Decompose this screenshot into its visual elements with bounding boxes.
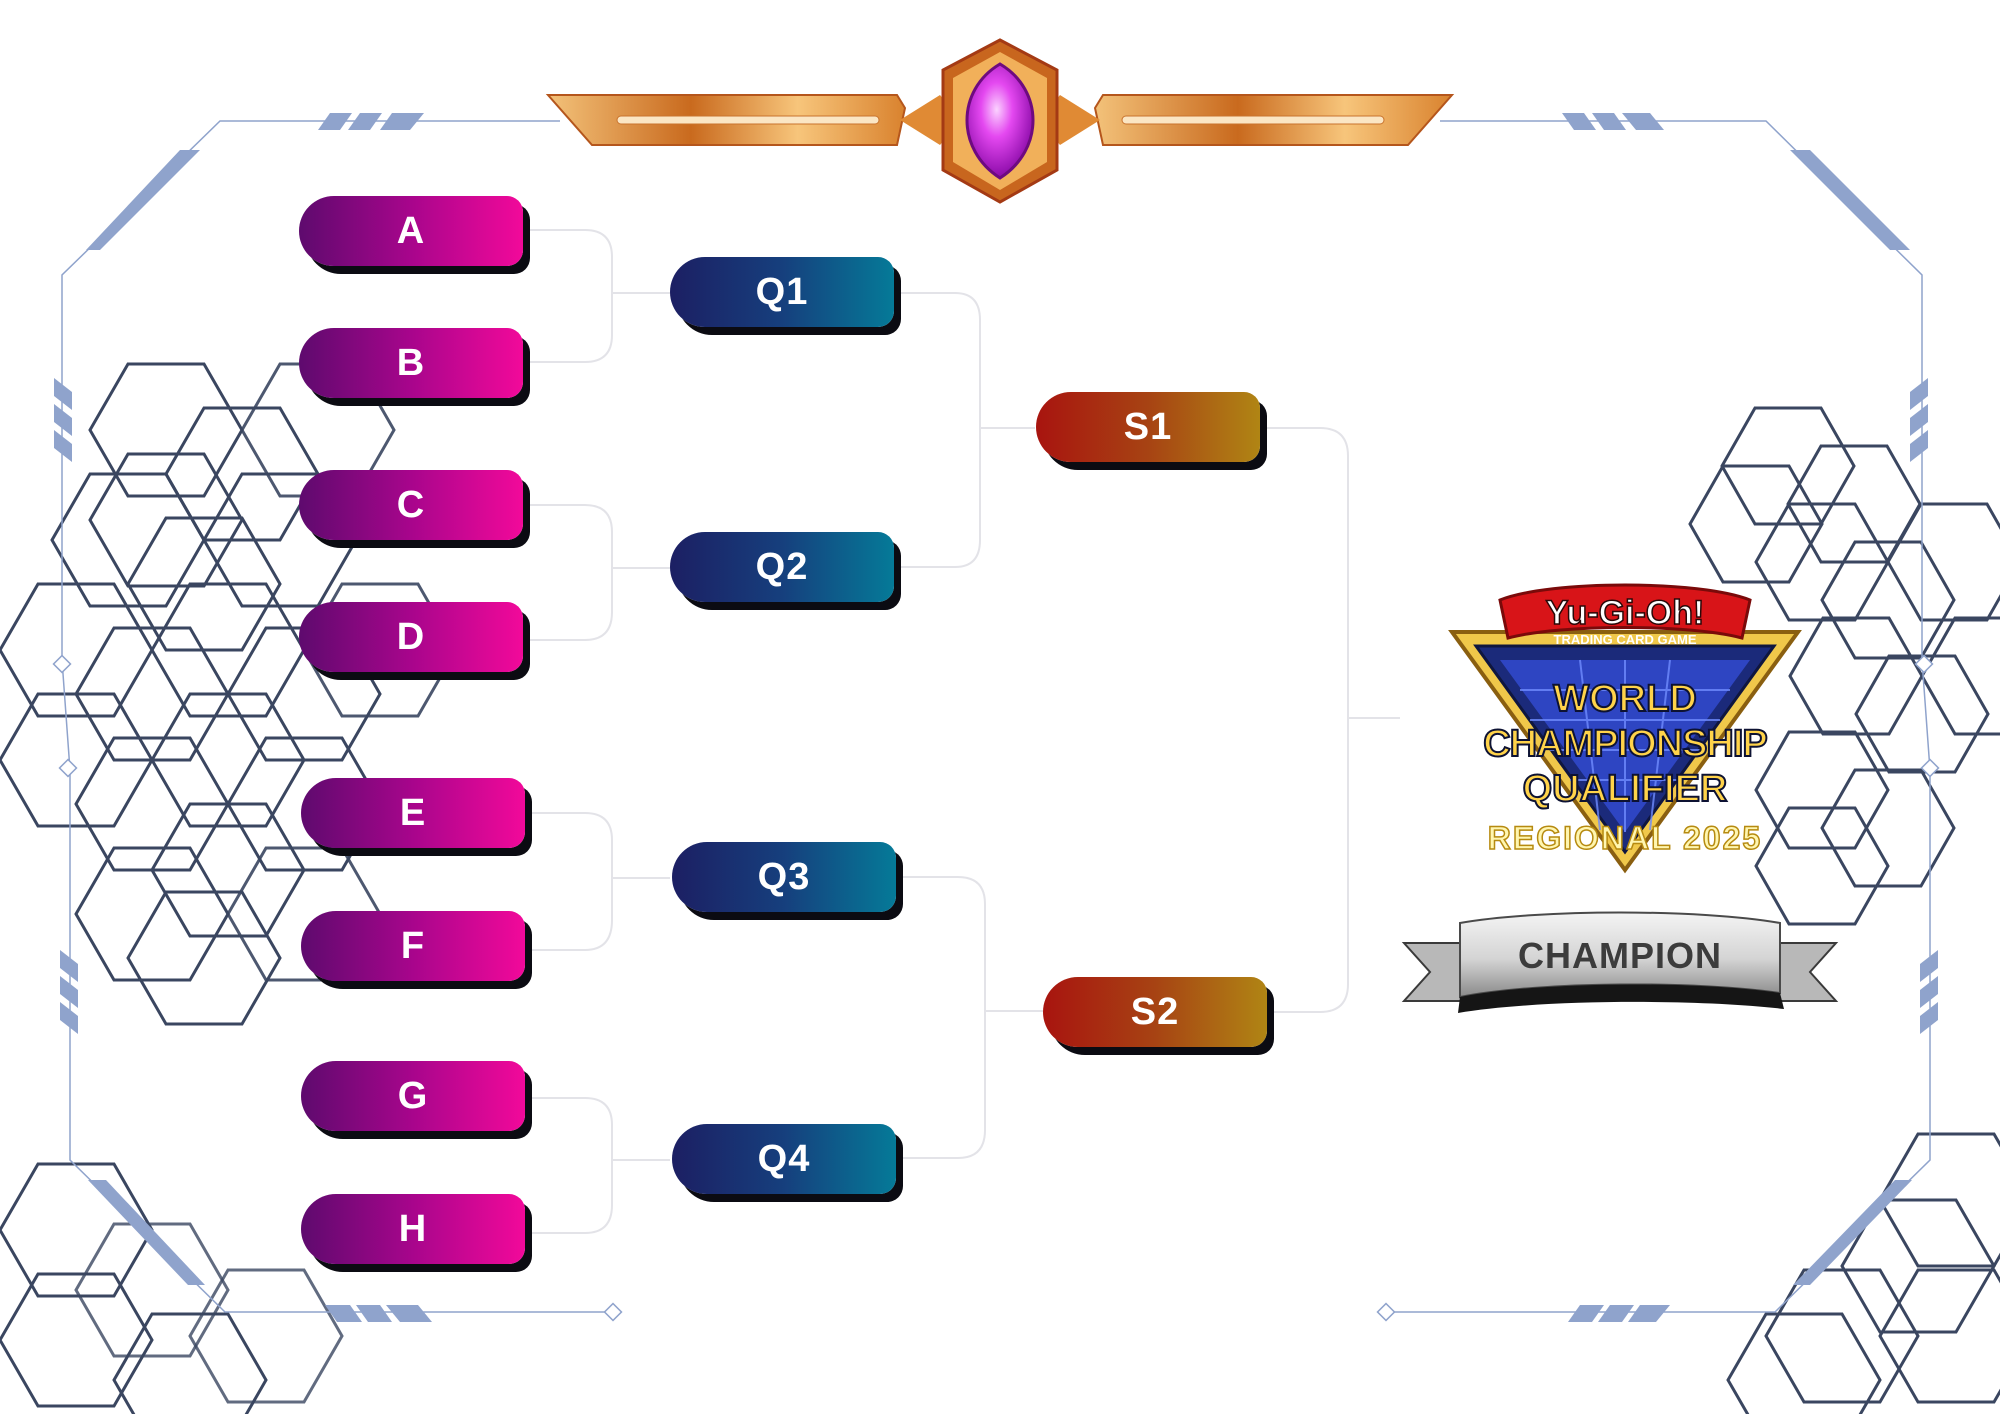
bracket-slot-d[interactable]: D xyxy=(299,602,523,672)
hexagon-pattern xyxy=(0,362,2000,1414)
logo-line4: REGIONAL 2025 xyxy=(1487,819,1763,857)
frame-lines xyxy=(61,120,1931,1313)
bracket-slot-e[interactable]: E xyxy=(301,778,525,848)
champion-banner: CHAMPION xyxy=(1400,905,1840,1030)
bracket-slot-h[interactable]: H xyxy=(301,1194,525,1264)
champion-ribbon-icon xyxy=(1401,911,1839,1013)
frame-accents xyxy=(54,113,1938,1322)
bracket-slot-c[interactable]: C xyxy=(299,470,523,540)
bracket-slot-a[interactable]: A xyxy=(299,196,523,266)
bracket-slot-s1[interactable]: S1 xyxy=(1036,392,1260,462)
logo-line3: QUALIFIER xyxy=(1522,767,1729,811)
bracket-slot-g[interactable]: G xyxy=(301,1061,525,1131)
bracket-slot-q3[interactable]: Q3 xyxy=(672,842,896,912)
bracket-slot-f[interactable]: F xyxy=(301,911,525,981)
bracket-slot-q4[interactable]: Q4 xyxy=(672,1124,896,1194)
logo-brand: Yu-Gi-Oh! xyxy=(1545,593,1705,633)
logo-tagline: TRADING CARD GAME xyxy=(1553,632,1697,647)
bracket-lines xyxy=(525,229,1400,1234)
bracket-slot-q2[interactable]: Q2 xyxy=(670,532,894,602)
bracket-slot-b[interactable]: B xyxy=(299,328,523,398)
tournament-logo: Yu-Gi-Oh! TRADING CARD GAME WORLD CHAMPI… xyxy=(1430,580,1820,880)
logo-line2: CHAMPIONSHIP xyxy=(1482,722,1769,766)
champion-label: CHAMPION xyxy=(1518,935,1722,976)
bracket-slot-q1[interactable]: Q1 xyxy=(670,257,894,327)
crest xyxy=(545,38,1455,204)
logo-line1: WORLD xyxy=(1552,677,1698,721)
logo-emblem xyxy=(1448,583,1802,874)
bracket-slot-s2[interactable]: S2 xyxy=(1043,977,1267,1047)
crest-gem-icon xyxy=(965,62,1035,180)
